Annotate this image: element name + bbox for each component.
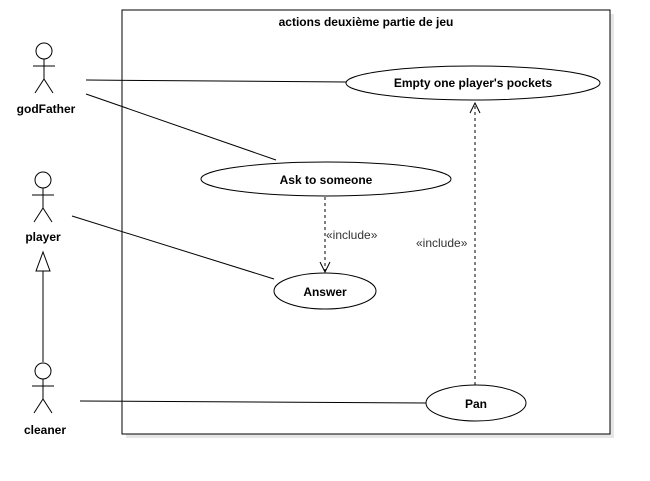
use-case-empty-pockets-shape	[345, 65, 601, 101]
use-case-pan-shape	[425, 384, 527, 422]
use-case-ask[interactable]: Ask to someone	[200, 161, 452, 197]
use-case-empty-pockets-label: Empty one player's pockets	[394, 76, 553, 90]
system-title: actions deuxième partie de jeu	[279, 15, 454, 29]
use-case-answer-shape	[273, 272, 377, 310]
actor-godfather-label: godFather	[17, 102, 76, 116]
actor-godfather-head	[35, 42, 53, 60]
association-cleaner-pan[interactable]	[79, 400, 428, 404]
actor-cleaner[interactable]: cleaner	[24, 362, 66, 437]
actor-godfather-leg-right	[43, 78, 54, 94]
association-player-answer[interactable]	[71, 215, 275, 280]
use-case-pan[interactable]: Pan	[425, 384, 527, 422]
actor-cleaner-leg-right	[42, 398, 53, 414]
use-case-ask-label: Ask to someone	[280, 173, 373, 187]
actor-player[interactable]: player	[25, 171, 61, 244]
association-godfather-ask[interactable]	[85, 93, 277, 161]
include-pan-empty-arrowhead	[469, 101, 481, 114]
use-case-ask-shape	[200, 161, 452, 197]
include-ask-answer-label: «include»	[326, 228, 378, 242]
include-pan-empty-label: «include»	[416, 236, 468, 250]
actor-player-leg-left	[33, 207, 44, 223]
actor-godfather-leg-left	[34, 78, 45, 94]
actor-cleaner-head	[34, 362, 52, 380]
actor-godfather[interactable]: godFather	[17, 42, 76, 116]
generalization-arrowhead	[35, 250, 51, 272]
association-godfather-empty-pockets[interactable]	[85, 79, 347, 83]
use-case-answer[interactable]: Answer	[273, 272, 377, 310]
actor-player-label: player	[25, 230, 61, 244]
use-case-answer-label: Answer	[303, 285, 347, 299]
actor-cleaner-label: cleaner	[24, 423, 66, 437]
actor-cleaner-leg-left	[33, 398, 44, 414]
use-case-pan-label: Pan	[465, 397, 487, 411]
use-case-empty-pockets[interactable]: Empty one player's pockets	[345, 65, 601, 101]
actor-player-head	[34, 171, 52, 189]
include-ask-answer-arrowhead	[319, 261, 331, 274]
actor-player-leg-right	[42, 207, 53, 223]
